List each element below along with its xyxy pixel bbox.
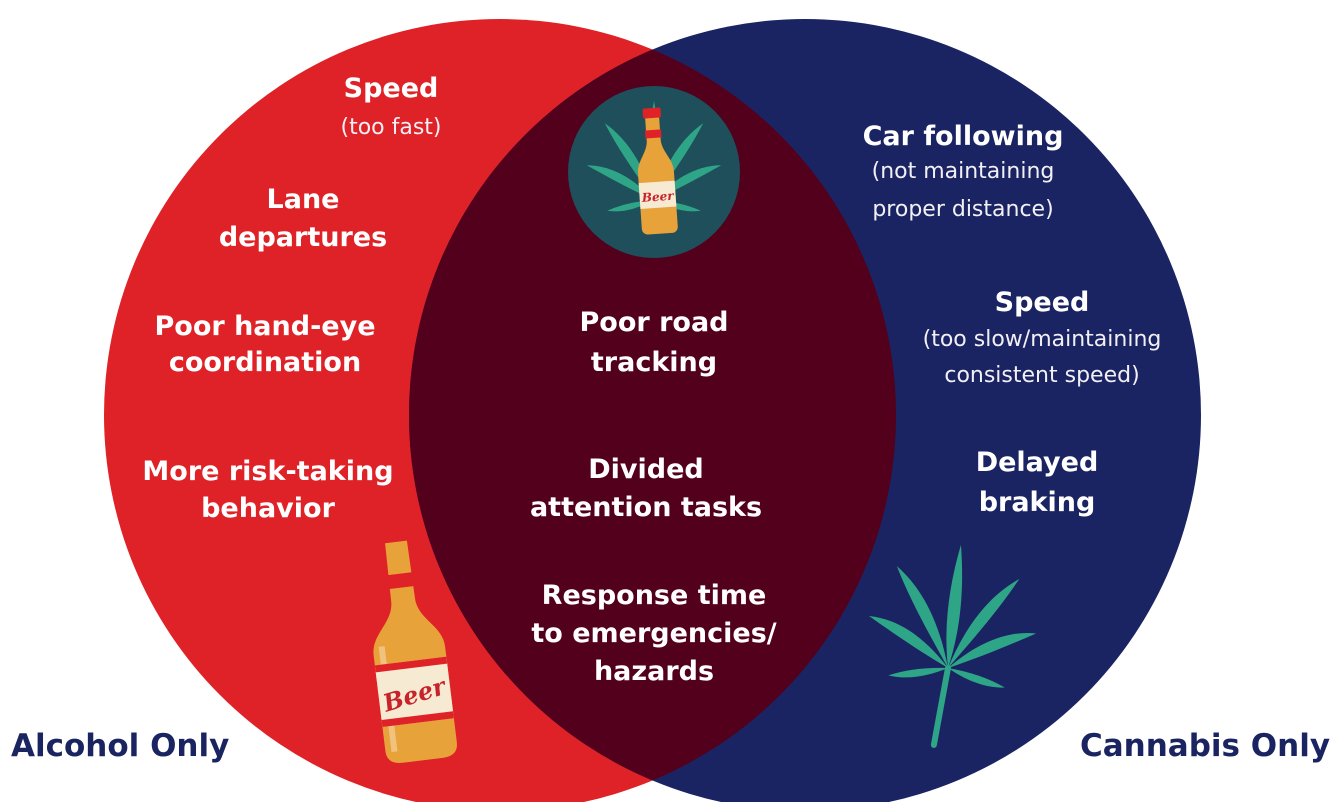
alcohol-lane-line2: departures	[218, 222, 388, 253]
alcohol-only-caption: Alcohol Only	[11, 728, 230, 764]
badge-beer-label: Beer	[640, 189, 675, 205]
both-response-line2: to emergencies/	[531, 618, 777, 649]
alcohol-coordination-line2: coordination	[168, 347, 362, 378]
beer-and-leaf-badge-icon: Beer	[568, 86, 740, 258]
both-road-line2: tracking	[590, 347, 718, 378]
cannabis-follow-note1: (not maintaining	[871, 159, 1055, 184]
cannabis-speed-title: Speed	[994, 287, 1090, 318]
both-road-line1: Poor road	[579, 307, 729, 338]
cannabis-speed-note2: consistent speed)	[944, 363, 1140, 388]
alcohol-risk-line1: More risk-taking	[142, 456, 394, 487]
cannabis-follow-note2: proper distance)	[872, 197, 1054, 222]
alcohol-speed-title: Speed	[343, 73, 439, 104]
cannabis-speed-note1: (too slow/maintaining	[922, 327, 1162, 352]
alcohol-lane-line1: Lane	[266, 184, 340, 215]
cannabis-braking-line1: Delayed	[975, 447, 1099, 478]
cannabis-braking-line2: braking	[978, 487, 1096, 518]
alcohol-speed-note: (too fast)	[340, 115, 442, 140]
alcohol-coordination-line1: Poor hand-eye	[154, 311, 376, 342]
both-divided-line1: Divided	[588, 454, 704, 485]
both-divided-line2: attention tasks	[529, 492, 763, 523]
cannabis-leaf-icon	[862, 536, 1045, 748]
alcohol-risk-line2: behavior	[201, 493, 335, 524]
both-response-line3: hazards	[593, 656, 715, 687]
both-response-line1: Response time	[541, 580, 767, 611]
cannabis-follow-title: Car following	[862, 121, 1064, 152]
beer-bottle-icon: Beer	[373, 526, 457, 763]
cannabis-only-caption: Cannabis Only	[1080, 728, 1331, 764]
